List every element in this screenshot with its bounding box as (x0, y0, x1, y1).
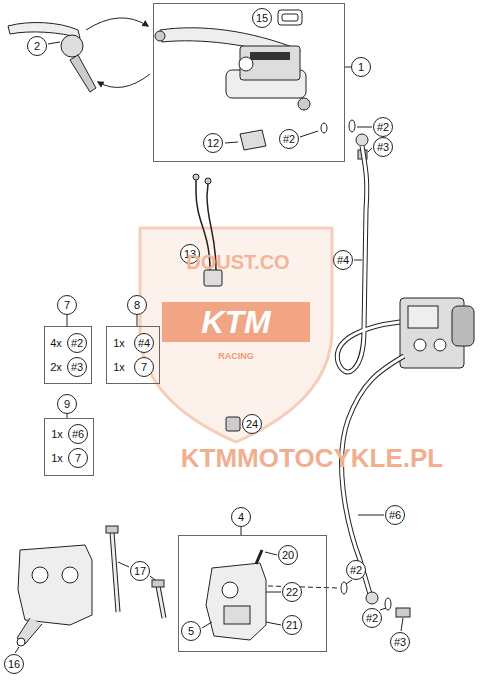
callout-circle: 24 (242, 414, 262, 434)
quantity-text: 1x (51, 429, 63, 440)
quantity-text: 1x (113, 338, 125, 349)
callout-number: #6 (389, 510, 401, 521)
callout-number: #4 (138, 338, 150, 349)
callout-number: #3 (394, 637, 406, 648)
callout-number: #2 (283, 134, 295, 145)
callout-number: 1 (351, 57, 371, 77)
callout-circle: #4 (333, 250, 353, 270)
callout-number: 8 (127, 295, 147, 315)
callout-number: 20 (282, 550, 294, 561)
quantity-text: 2x (50, 362, 62, 373)
quantity-text: 1x (113, 362, 125, 373)
callout-number: #4 (337, 255, 349, 266)
callout-circle: #4 (134, 333, 154, 353)
callout-number: #3 (377, 142, 389, 153)
callout-circle: #2 (362, 608, 382, 628)
callout-circle: 21 (282, 615, 302, 635)
callout-circle: #6 (385, 505, 405, 525)
callout-number: #2 (377, 122, 389, 133)
kit-group-box: 1512#21 (153, 3, 345, 162)
callout-circle: #3 (390, 632, 410, 652)
callout-number: 21 (286, 620, 298, 631)
callout-number: 5 (188, 626, 194, 637)
callout-number: #2 (350, 565, 362, 576)
callout-circle: 15 (252, 8, 272, 28)
callout-circle: #3 (373, 137, 393, 157)
callout-circle: 7 (134, 357, 154, 377)
watermark-text: KTMMOTOCYKLE.PL (181, 445, 443, 471)
callout-number: 16 (8, 659, 20, 670)
callout-number: 15 (256, 13, 268, 24)
kit-group-box: #4781x1x (106, 326, 160, 384)
callout-circle: 7 (68, 448, 88, 468)
callout-circle: 5 (181, 621, 201, 641)
callout-number: 24 (246, 419, 258, 430)
callout-number: 22 (286, 587, 298, 598)
callout-number: #6 (72, 429, 84, 440)
callout-circle: 2 (27, 36, 47, 56)
quantity-text: 1x (51, 453, 63, 464)
callout-number: #2 (366, 613, 378, 624)
callout-number: 17 (134, 566, 146, 577)
callout-number: 7 (75, 453, 81, 464)
callout-number: 4 (231, 507, 251, 527)
kit-group-box: #2#374x2x (44, 326, 92, 384)
callout-circle: #2 (67, 333, 87, 353)
callout-circle: #6 (68, 424, 88, 444)
callout-number: 12 (207, 138, 219, 149)
watermark-text: RACING (218, 352, 254, 361)
callout-circle: #2 (279, 129, 299, 149)
callout-number: 2 (34, 41, 40, 52)
callout-circle: #2 (346, 560, 366, 580)
quantity-text: 4x (50, 338, 62, 349)
watermark-text: DOUST.CO (186, 252, 289, 272)
callout-circle: 20 (278, 545, 298, 565)
callout-number: 7 (57, 295, 77, 315)
watermark-text: KTM (201, 306, 270, 338)
callout-number: #3 (71, 362, 83, 373)
callout-number: #2 (71, 338, 83, 349)
callout-circle: 12 (203, 133, 223, 153)
callout-circle: #2 (373, 117, 393, 137)
kit-group-box: 20222154 (178, 535, 327, 652)
callout-number: 9 (57, 394, 77, 414)
callout-circle: #3 (67, 357, 87, 377)
callout-circle: 16 (4, 654, 24, 674)
callout-circle: 22 (282, 582, 302, 602)
kit-group-box: #6791x1x (44, 418, 94, 476)
callout-number: 7 (141, 362, 147, 373)
callout-circle: 17 (130, 561, 150, 581)
